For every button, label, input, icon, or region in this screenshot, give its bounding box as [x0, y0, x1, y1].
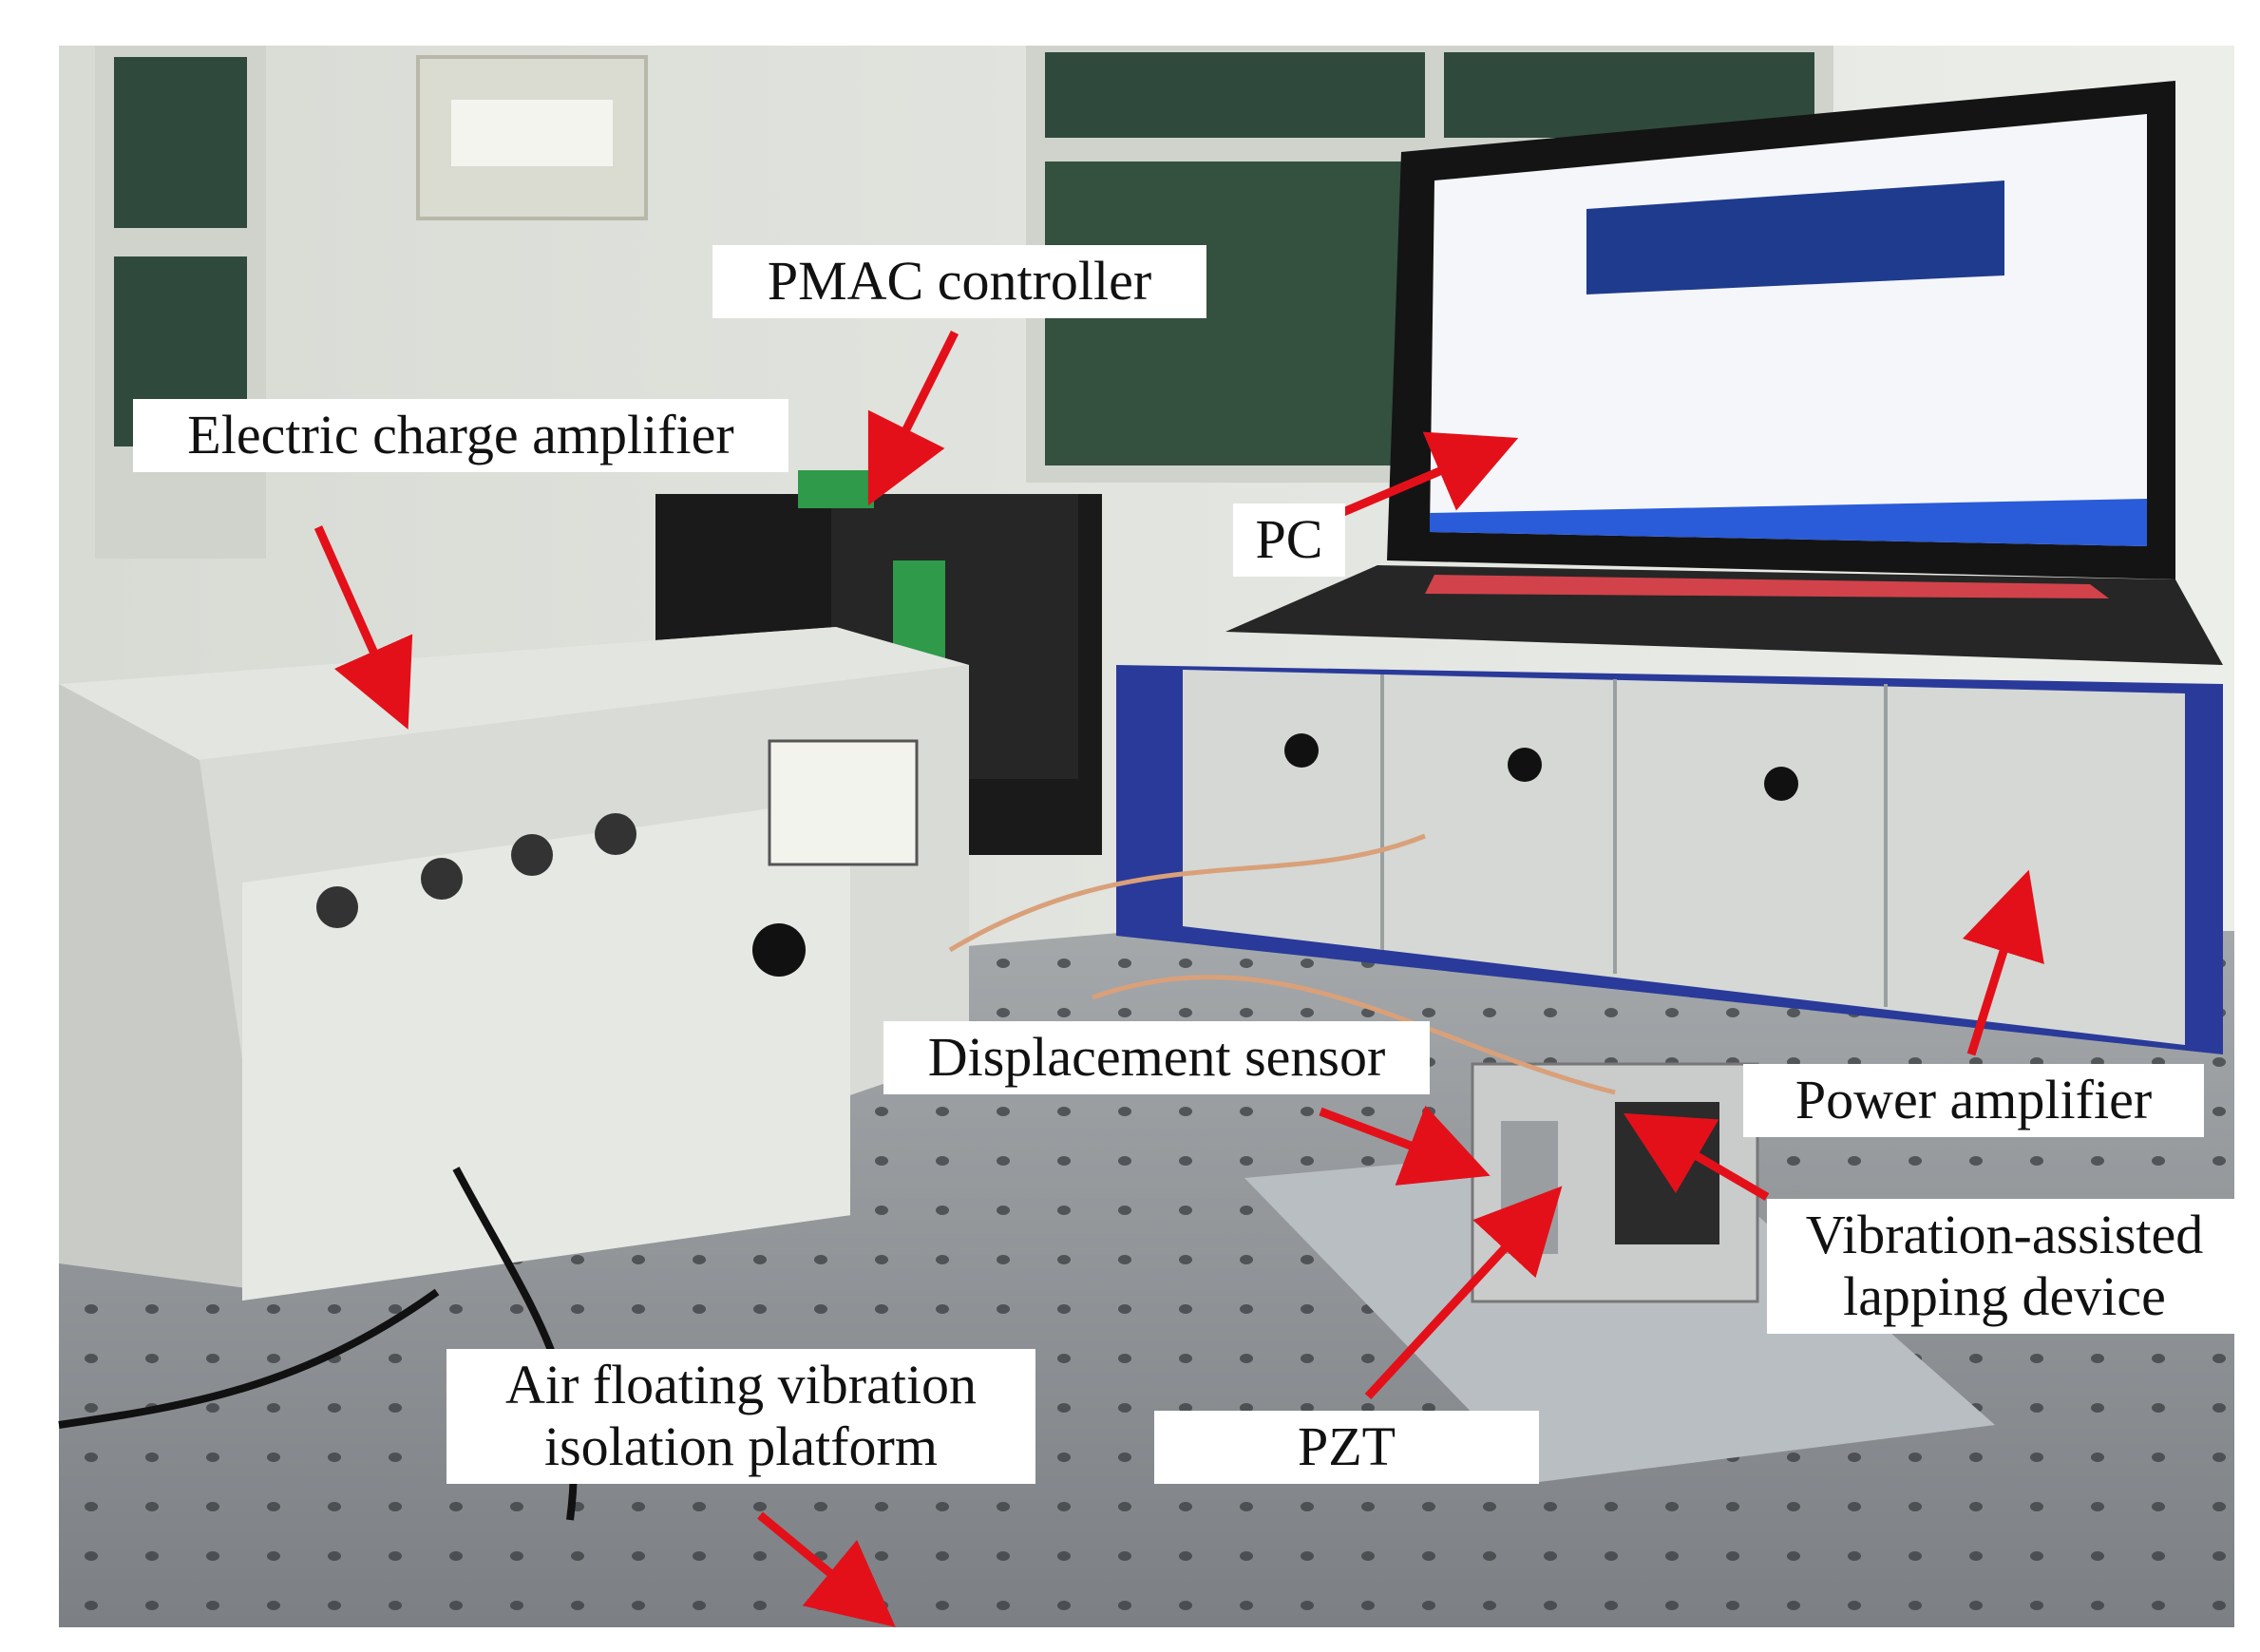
label-vibration-assisted-lapping-device: Vibration-assisted lapping device — [1767, 1199, 2242, 1334]
socket-plate — [451, 100, 613, 166]
arrow-pzt — [1364, 1186, 1563, 1400]
cable — [948, 833, 1426, 953]
arrow-power-amplifier — [1962, 869, 2044, 1056]
label-text: lapping device — [1843, 1264, 2166, 1327]
cable — [58, 1288, 440, 1429]
label-displacement-sensor: Displacement sensor — [883, 1021, 1430, 1094]
label-text: Electric charge amplifier — [187, 404, 734, 465]
label-text: Displacement sensor — [927, 1026, 1386, 1088]
charge-amplifier-unit — [59, 627, 969, 1301]
label-electric-charge-amplifier: Electric charge amplifier — [133, 399, 788, 472]
label-pmac-controller: PMAC controller — [712, 245, 1206, 318]
label-text: Air floating vibration — [504, 1354, 978, 1415]
label-power-amplifier: Power amplifier — [1743, 1064, 2204, 1137]
power-amplifier-rack — [1116, 665, 2223, 1054]
arrow-isolation-platform — [757, 1511, 896, 1627]
window-left — [95, 46, 266, 559]
arrow-pc — [1328, 431, 1519, 522]
label-text: Vibration-assisted — [1805, 1204, 2204, 1265]
arrow-lapping-device — [1623, 1112, 1770, 1201]
label-text: PC — [1255, 508, 1323, 570]
arrow-pmac — [867, 330, 959, 506]
arrow-displacement-sensor — [1319, 1105, 1491, 1186]
label-text: Power amplifier — [1795, 1069, 2153, 1130]
label-text: PZT — [1297, 1415, 1396, 1477]
label-text: isolation platform — [544, 1415, 938, 1477]
cable — [1092, 975, 1616, 1095]
label-pzt: PZT — [1154, 1411, 1539, 1484]
label-text: PMAC controller — [767, 250, 1152, 312]
label-pc: PC — [1233, 503, 1345, 577]
label-air-floating-isolation-platform: Air floating vibration isolation platfor… — [446, 1349, 1035, 1484]
laptop-pc — [1225, 81, 2223, 665]
arrow-charge-amplifier — [313, 525, 413, 730]
